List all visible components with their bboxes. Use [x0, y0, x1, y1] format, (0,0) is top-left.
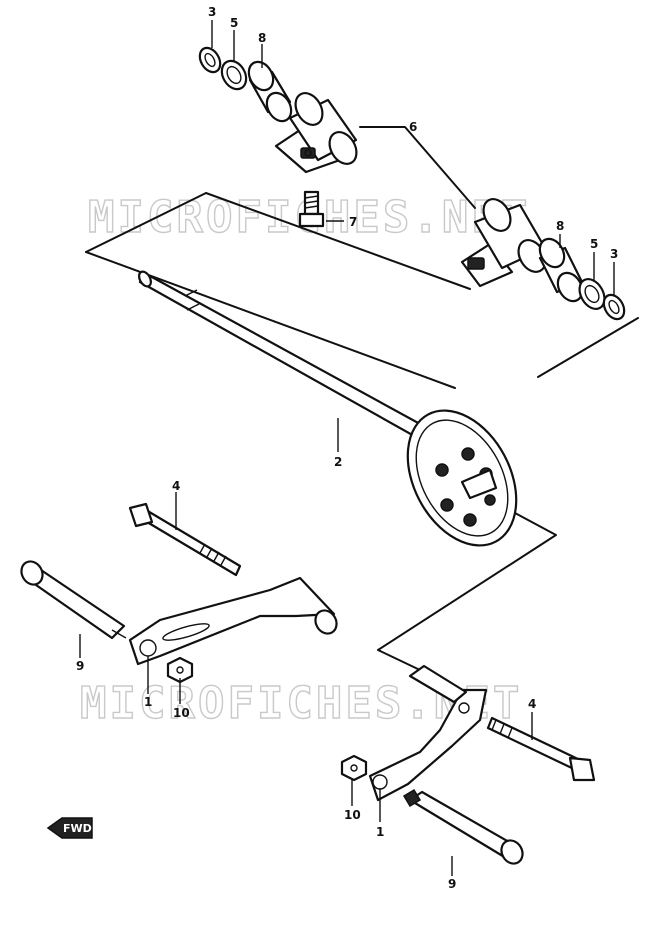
- washer-part-5-top[interactable]: [217, 57, 251, 94]
- callout-5-right: 5: [590, 237, 598, 251]
- bushing-part-8-top[interactable]: [244, 58, 296, 126]
- assembly-guide-lines: [85, 126, 639, 671]
- callout-3-top: 3: [208, 5, 216, 19]
- callout-10-right: 10: [344, 808, 361, 822]
- callout-3-right: 3: [610, 247, 618, 261]
- sprocket: [406, 409, 518, 547]
- leader-lines: [79, 20, 615, 876]
- washer-part-5-right[interactable]: [574, 275, 609, 314]
- nut-part-10-right[interactable]: [340, 754, 368, 782]
- callout-7: 7: [349, 215, 357, 229]
- clip-part-3-top[interactable]: [196, 44, 225, 76]
- callout-10-left: 10: [173, 706, 190, 720]
- callout-8-top: 8: [258, 31, 266, 45]
- arm-part-1-right[interactable]: [368, 664, 488, 802]
- bolt-part-4-left[interactable]: [128, 502, 242, 577]
- direction-tag: FWD: [46, 817, 93, 839]
- bolt-part-7[interactable]: [298, 190, 325, 228]
- holder-part-6-top[interactable]: [274, 88, 362, 174]
- callout-1-left: 1: [144, 695, 152, 709]
- holder-part-6-right[interactable]: [460, 194, 551, 288]
- callout-1-right: 1: [376, 825, 384, 839]
- callout-8-right: 8: [556, 219, 564, 233]
- clip-part-3-right[interactable]: [600, 291, 629, 323]
- callout-5-top: 5: [230, 16, 238, 30]
- nut-part-10-left[interactable]: [166, 656, 194, 684]
- pin-part-9-right[interactable]: [402, 788, 527, 867]
- bushing-part-8-right[interactable]: [535, 235, 587, 306]
- callout-4-right: 4: [528, 697, 536, 711]
- direction-tag-label: FWD: [63, 822, 92, 835]
- pin-part-9-left[interactable]: [17, 558, 127, 640]
- callout-9-left: 9: [76, 659, 84, 673]
- bolt-part-4-right[interactable]: [486, 716, 596, 782]
- callout-9-right: 9: [448, 877, 456, 891]
- callout-2: 2: [334, 455, 342, 469]
- callout-6: 6: [409, 120, 417, 134]
- callout-4-left: 4: [172, 479, 180, 493]
- arm-part-1-left[interactable]: [128, 576, 341, 666]
- shaft-part-2[interactable]: [137, 270, 539, 565]
